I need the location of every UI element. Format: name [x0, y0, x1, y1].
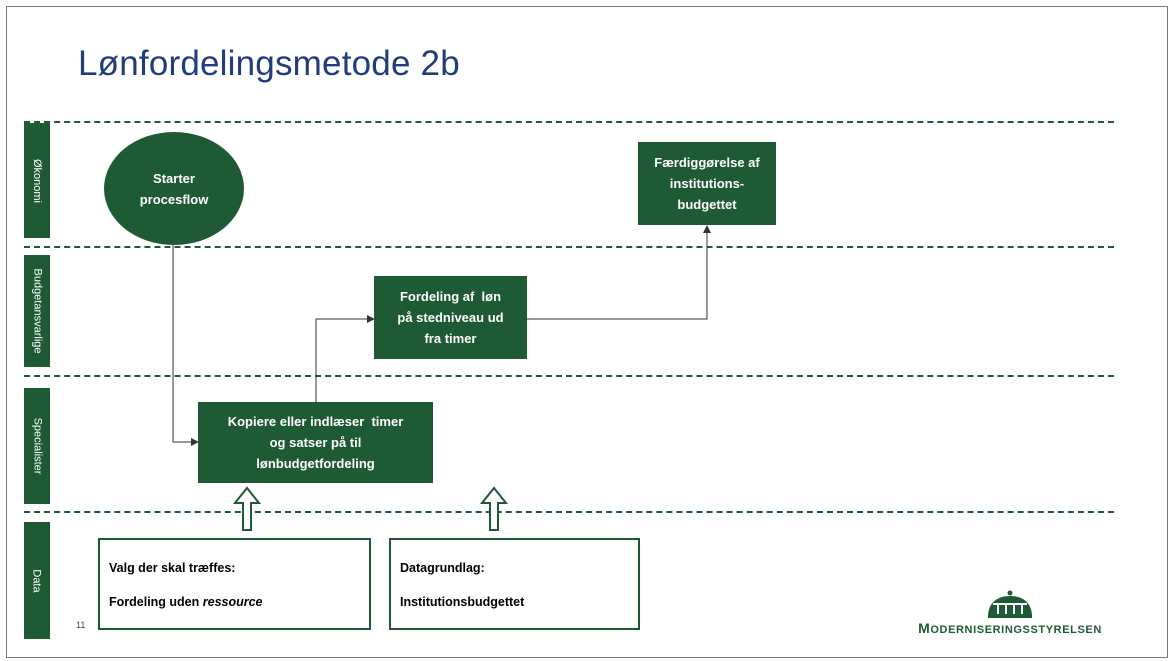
- distribution-node-line: på stedniveau ud: [397, 310, 504, 325]
- logo: MODERNISERINGSSTYRELSEN: [905, 590, 1115, 636]
- lane-divider: [24, 511, 1114, 513]
- lane-divider: [24, 375, 1114, 377]
- lane-divider: [24, 246, 1114, 248]
- page-title: Lønfordelingsmetode 2b: [78, 44, 460, 83]
- distribution-node-line: fra timer: [424, 331, 477, 346]
- final-node: Færdiggørelse af institutions- budgettet: [638, 142, 776, 225]
- copy-node-line: lønbudgetfordeling: [256, 456, 375, 471]
- lane-label-budgetansvarlige: Budgetansvarlige: [24, 255, 50, 367]
- connector-start-to-copy: [172, 245, 199, 446]
- page-number: 11: [76, 620, 86, 630]
- crown-icon: [988, 590, 1032, 618]
- final-node-line: Færdiggørelse af: [654, 155, 760, 170]
- connector-distribution-to-final: [527, 225, 711, 320]
- start-node-line: procesflow: [139, 191, 209, 207]
- start-node: Starter procesflow: [104, 132, 244, 245]
- input-arrow-basis: [479, 486, 509, 531]
- choices-box: Valg der skal træffes: Fordeling uden re…: [98, 538, 371, 630]
- basis-text: Institutionsbudgettet: [400, 595, 525, 609]
- choices-heading: Valg der skal træffes:: [109, 561, 236, 575]
- distribution-node: Fordeling af løn på stedniveau ud fra ti…: [374, 276, 527, 359]
- copy-node-line: Kopiere eller indlæser timer: [227, 414, 404, 429]
- copy-node-line: og satser på til: [269, 435, 362, 450]
- final-node-line: budgettet: [677, 197, 737, 212]
- lane-label-okonomi: Økonomi: [24, 123, 50, 238]
- lane-divider: [24, 121, 1114, 123]
- basis-box: Datagrundlag: Institutionsbudgettet: [389, 538, 640, 630]
- start-node-line: Starter: [153, 170, 195, 186]
- choices-text: Fordeling uden ressource: [109, 595, 263, 609]
- connector-copy-to-distribution: [315, 315, 375, 402]
- copy-node: Kopiere eller indlæser timer og satser p…: [198, 402, 433, 483]
- final-node-line: institutions-: [669, 176, 745, 191]
- distribution-node-line: Fordeling af løn: [399, 289, 502, 304]
- basis-heading: Datagrundlag:: [400, 561, 485, 575]
- logo-text: MODERNISERINGSSTYRELSEN: [918, 620, 1102, 636]
- lane-label-data: Data: [24, 522, 50, 639]
- input-arrow-choices: [232, 486, 262, 531]
- lane-label-specialister: Specialister: [24, 388, 50, 504]
